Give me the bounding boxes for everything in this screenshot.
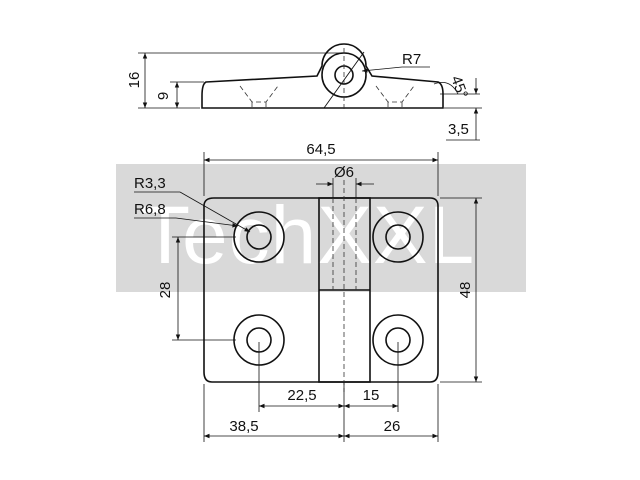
dim-hole-offset-right: 15 [363,387,380,404]
dim-width: 64,5 [306,141,335,158]
side-view-split-line [323,51,365,109]
dim-width-right: 26 [384,418,401,435]
dim-hole-spacing-vertical: 28 [157,282,174,299]
watermark-text: TechXXL [140,190,475,281]
front-view-pin-hidden [332,198,357,290]
dim-height-total: 16 [126,72,143,89]
side-view-countersink-right [375,85,415,108]
watermark: TechXXL [116,164,526,292]
dim-width-left: 38,5 [229,418,258,435]
front-view: 64,5 Ø6 R3,3 R6,8 28 48 22,5 15 [134,141,482,442]
dim-pin-diameter: Ø6 [334,164,354,181]
side-view: 16 9 R7 45° 3,5 [126,43,482,141]
dim-hole-offset-left: 22,5 [287,387,316,404]
dim-angle: 45° [447,74,471,101]
side-view-outline [201,43,444,109]
front-view-outline [203,197,439,383]
dim-thickness: 3,5 [448,121,469,138]
dim-counterbore-radius: R6,8 [134,201,166,218]
dim-radius: R7 [402,51,421,68]
side-view-countersink-left [239,85,279,108]
dim-hole-radius: R3,3 [134,175,166,192]
hole-top-right [372,211,424,263]
watermark-bar [116,164,526,292]
dim-height: 48 [457,282,474,299]
dim-height-leaf: 9 [155,92,172,100]
